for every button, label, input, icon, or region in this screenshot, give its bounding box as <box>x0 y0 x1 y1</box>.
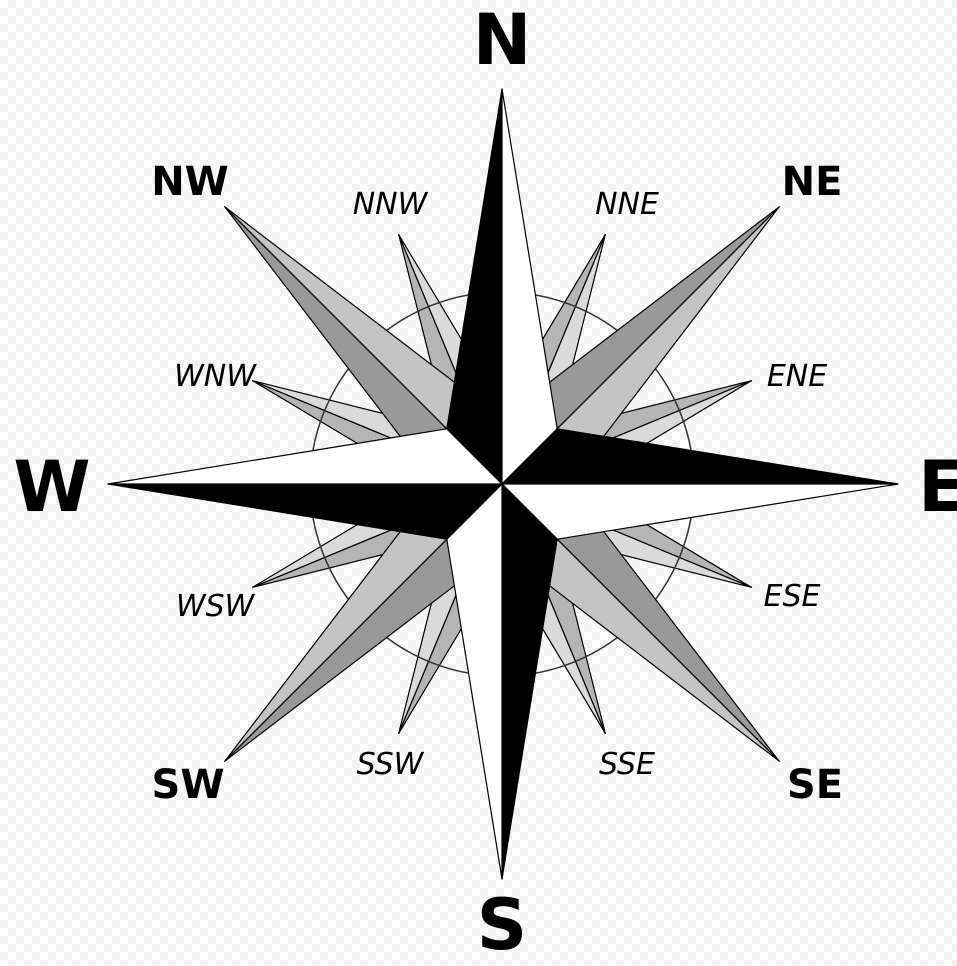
label-s: S <box>477 890 527 960</box>
label-ne: NE <box>782 162 843 202</box>
label-w: W <box>13 452 90 522</box>
point-s-left-half <box>502 484 557 879</box>
label-ssw: SSW <box>357 750 424 780</box>
point-n-right-half <box>502 89 557 484</box>
point-e-left-half <box>502 429 898 484</box>
label-se: SE <box>787 765 843 805</box>
point-e-right-half <box>502 484 898 539</box>
label-nnw: NNW <box>353 190 428 220</box>
label-ese: ESE <box>764 582 821 612</box>
label-ene: ENE <box>767 362 827 392</box>
point-s-right-half <box>447 484 502 879</box>
label-sw: SW <box>152 765 225 805</box>
point-w-right-half <box>108 429 502 484</box>
label-nw: NW <box>151 162 229 202</box>
label-e: E <box>918 452 957 522</box>
label-n: N <box>473 5 532 75</box>
label-wsw: WSW <box>176 592 254 622</box>
label-wnw: WNW <box>174 362 256 392</box>
label-nne: NNE <box>595 190 659 220</box>
label-sse: SSE <box>599 750 655 780</box>
point-n-left-half <box>447 89 502 484</box>
point-w-left-half <box>108 484 502 539</box>
